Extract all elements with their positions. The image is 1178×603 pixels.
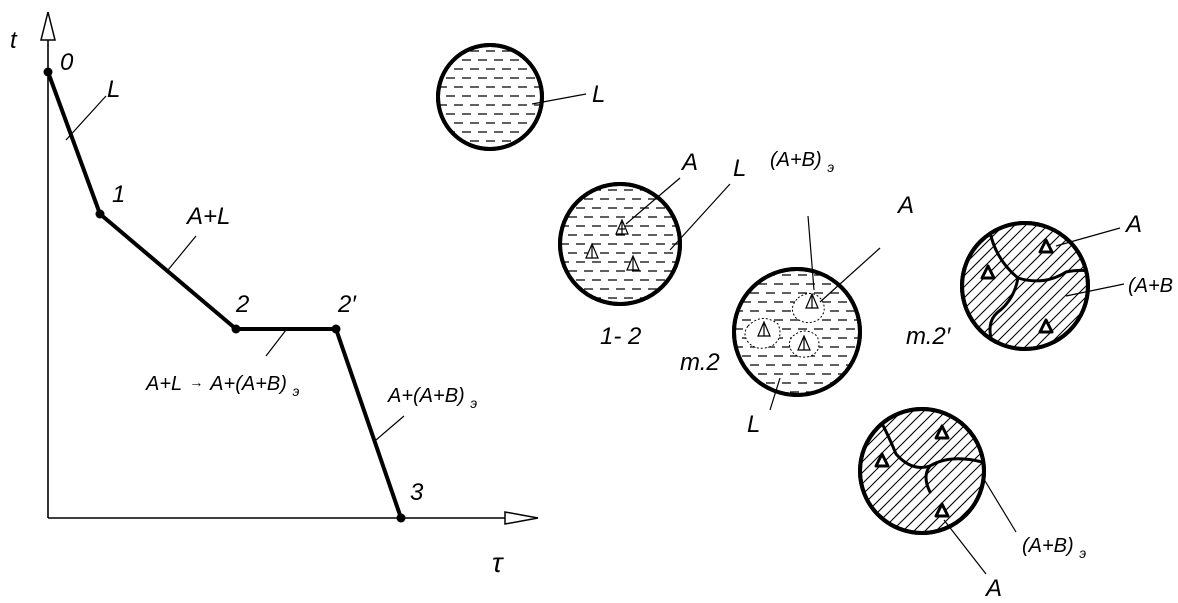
segment-12-leader bbox=[168, 236, 196, 270]
final-A-label: A bbox=[984, 575, 1002, 602]
point2-L-label: L bbox=[747, 411, 760, 438]
eutectic-hatch bbox=[736, 409, 1102, 533]
point2p-A-label: A bbox=[1124, 211, 1142, 238]
micrograph-stage-1-2: A L 1- 2 bbox=[560, 149, 746, 350]
micrograph-liquid: L bbox=[438, 45, 605, 149]
x-axis-label: τ bbox=[492, 547, 504, 578]
point2-eutectic-label: (A+B) э bbox=[770, 149, 834, 175]
y-axis-arrow bbox=[41, 12, 55, 40]
point-0-label: 0 bbox=[60, 49, 74, 76]
point-2-marker bbox=[232, 325, 241, 334]
micrograph-point-2prime: A (A+B т.2′ bbox=[836, 211, 1178, 350]
point2-caption: т.2 bbox=[680, 349, 720, 376]
point2p-caption: т.2′ bbox=[906, 323, 952, 350]
segment-23-leader bbox=[376, 416, 404, 440]
point-3-marker bbox=[397, 514, 406, 523]
segment-12-label: A+L bbox=[185, 203, 230, 230]
segment-23-label: A+(A+B) э bbox=[387, 385, 477, 411]
point-3-label: 3 bbox=[410, 479, 424, 506]
point-0-marker bbox=[44, 68, 53, 77]
point-1-marker bbox=[96, 210, 105, 219]
liquid-label: L bbox=[592, 81, 605, 108]
micrograph-point-2: (A+B) э A L т.2 bbox=[680, 149, 914, 438]
micrograph-final: (A+B) э A bbox=[736, 409, 1102, 602]
stage12-L-label: L bbox=[733, 155, 746, 182]
x-axis-arrow bbox=[505, 512, 538, 524]
point2p-eutectic-label: (A+B bbox=[1128, 275, 1173, 297]
point-2-label: 2 bbox=[235, 291, 249, 318]
y-axis-label: t bbox=[10, 27, 18, 54]
final-eutectic-label: (A+B) э bbox=[1022, 535, 1086, 561]
stage12-caption: 1- 2 bbox=[600, 323, 641, 350]
point-2prime-label: 2′ bbox=[337, 291, 357, 318]
segment-01-leader bbox=[66, 96, 106, 140]
point2-A-label: A bbox=[896, 192, 914, 219]
point-2prime-marker bbox=[332, 325, 341, 334]
segment-01-label: L bbox=[107, 76, 120, 103]
point-1-label: 1 bbox=[112, 181, 125, 208]
segment-22-label: A+L → A+(A+B) э bbox=[145, 370, 299, 399]
segment-22-leader bbox=[266, 330, 286, 356]
stage12-A-label: A bbox=[680, 149, 698, 176]
